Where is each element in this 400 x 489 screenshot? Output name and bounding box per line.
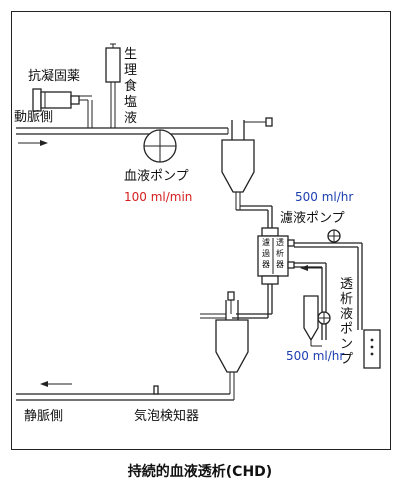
saline-label-3: 食 bbox=[124, 78, 137, 94]
filter-label-right-3: 器 bbox=[276, 260, 284, 269]
arterial-label: 動脈側 bbox=[14, 110, 53, 125]
venous-side-tube bbox=[200, 313, 226, 319]
dialysate-pump-label: 透 析 液 ポ ン プ bbox=[340, 277, 353, 367]
arterial-line bbox=[16, 127, 228, 146]
dialysate-pump-label-3: 液 bbox=[340, 307, 353, 322]
diagram-caption: 持続的血液透析(CHD) bbox=[127, 464, 273, 480]
anticoagulant-syringe bbox=[32, 88, 93, 128]
filter-label-right-1: 透 bbox=[276, 238, 284, 247]
dialysate-flow-rate: 500 ml/hr bbox=[286, 349, 344, 363]
dialysate-pump-label-2: 析 bbox=[340, 292, 353, 307]
bubble-detector-symbol bbox=[153, 385, 159, 395]
anticoagulant-label: 抗凝固薬 bbox=[28, 68, 80, 84]
dialysate-pump-label-6: プ bbox=[340, 352, 353, 367]
saline-bag bbox=[105, 43, 121, 128]
blood-flow-rate: 100 ml/min bbox=[124, 190, 192, 204]
saline-label-2: 理 bbox=[124, 63, 137, 78]
saline-label-4: 塩 bbox=[124, 95, 137, 110]
arterial-inlet-arrow bbox=[40, 140, 48, 146]
bubble-detector-label: 気泡検知器 bbox=[134, 408, 199, 424]
dialysate-pump-label-5: ン bbox=[340, 337, 353, 352]
filtrate-line bbox=[294, 229, 381, 369]
filtrate-flow-rate: 500 ml/hr bbox=[295, 190, 353, 204]
blood-pump bbox=[143, 129, 177, 163]
venous-label: 静脈側 bbox=[24, 409, 63, 424]
hemofilter: 濾 過 器 透 析 器 bbox=[257, 227, 295, 285]
dialysate-pump-label-4: ポ bbox=[340, 322, 353, 337]
filter-label-left-2: 過 bbox=[262, 248, 270, 258]
dialysate-line bbox=[294, 262, 331, 347]
dialysate-pump-label-1: 透 bbox=[340, 277, 353, 292]
filter-label-left-3: 器 bbox=[262, 260, 270, 269]
diagram-frame bbox=[11, 11, 391, 450]
dialysate-inlet-arrow bbox=[300, 265, 308, 271]
filtrate-pump-label: 濾液ポンプ bbox=[280, 211, 345, 226]
venous-line bbox=[16, 284, 273, 401]
saline-label: 生 理 食 塩 液 bbox=[124, 47, 137, 126]
saline-label-1: 生 bbox=[124, 47, 137, 62]
venous-outlet-arrow bbox=[40, 381, 48, 387]
filter-label-right-2: 析 bbox=[276, 248, 284, 258]
saline-label-5: 液 bbox=[124, 111, 137, 126]
arterial-drip-chamber bbox=[221, 117, 273, 228]
filter-label-left-1: 濾 bbox=[262, 237, 270, 247]
blood-pump-label: 血液ポンプ bbox=[124, 169, 189, 184]
